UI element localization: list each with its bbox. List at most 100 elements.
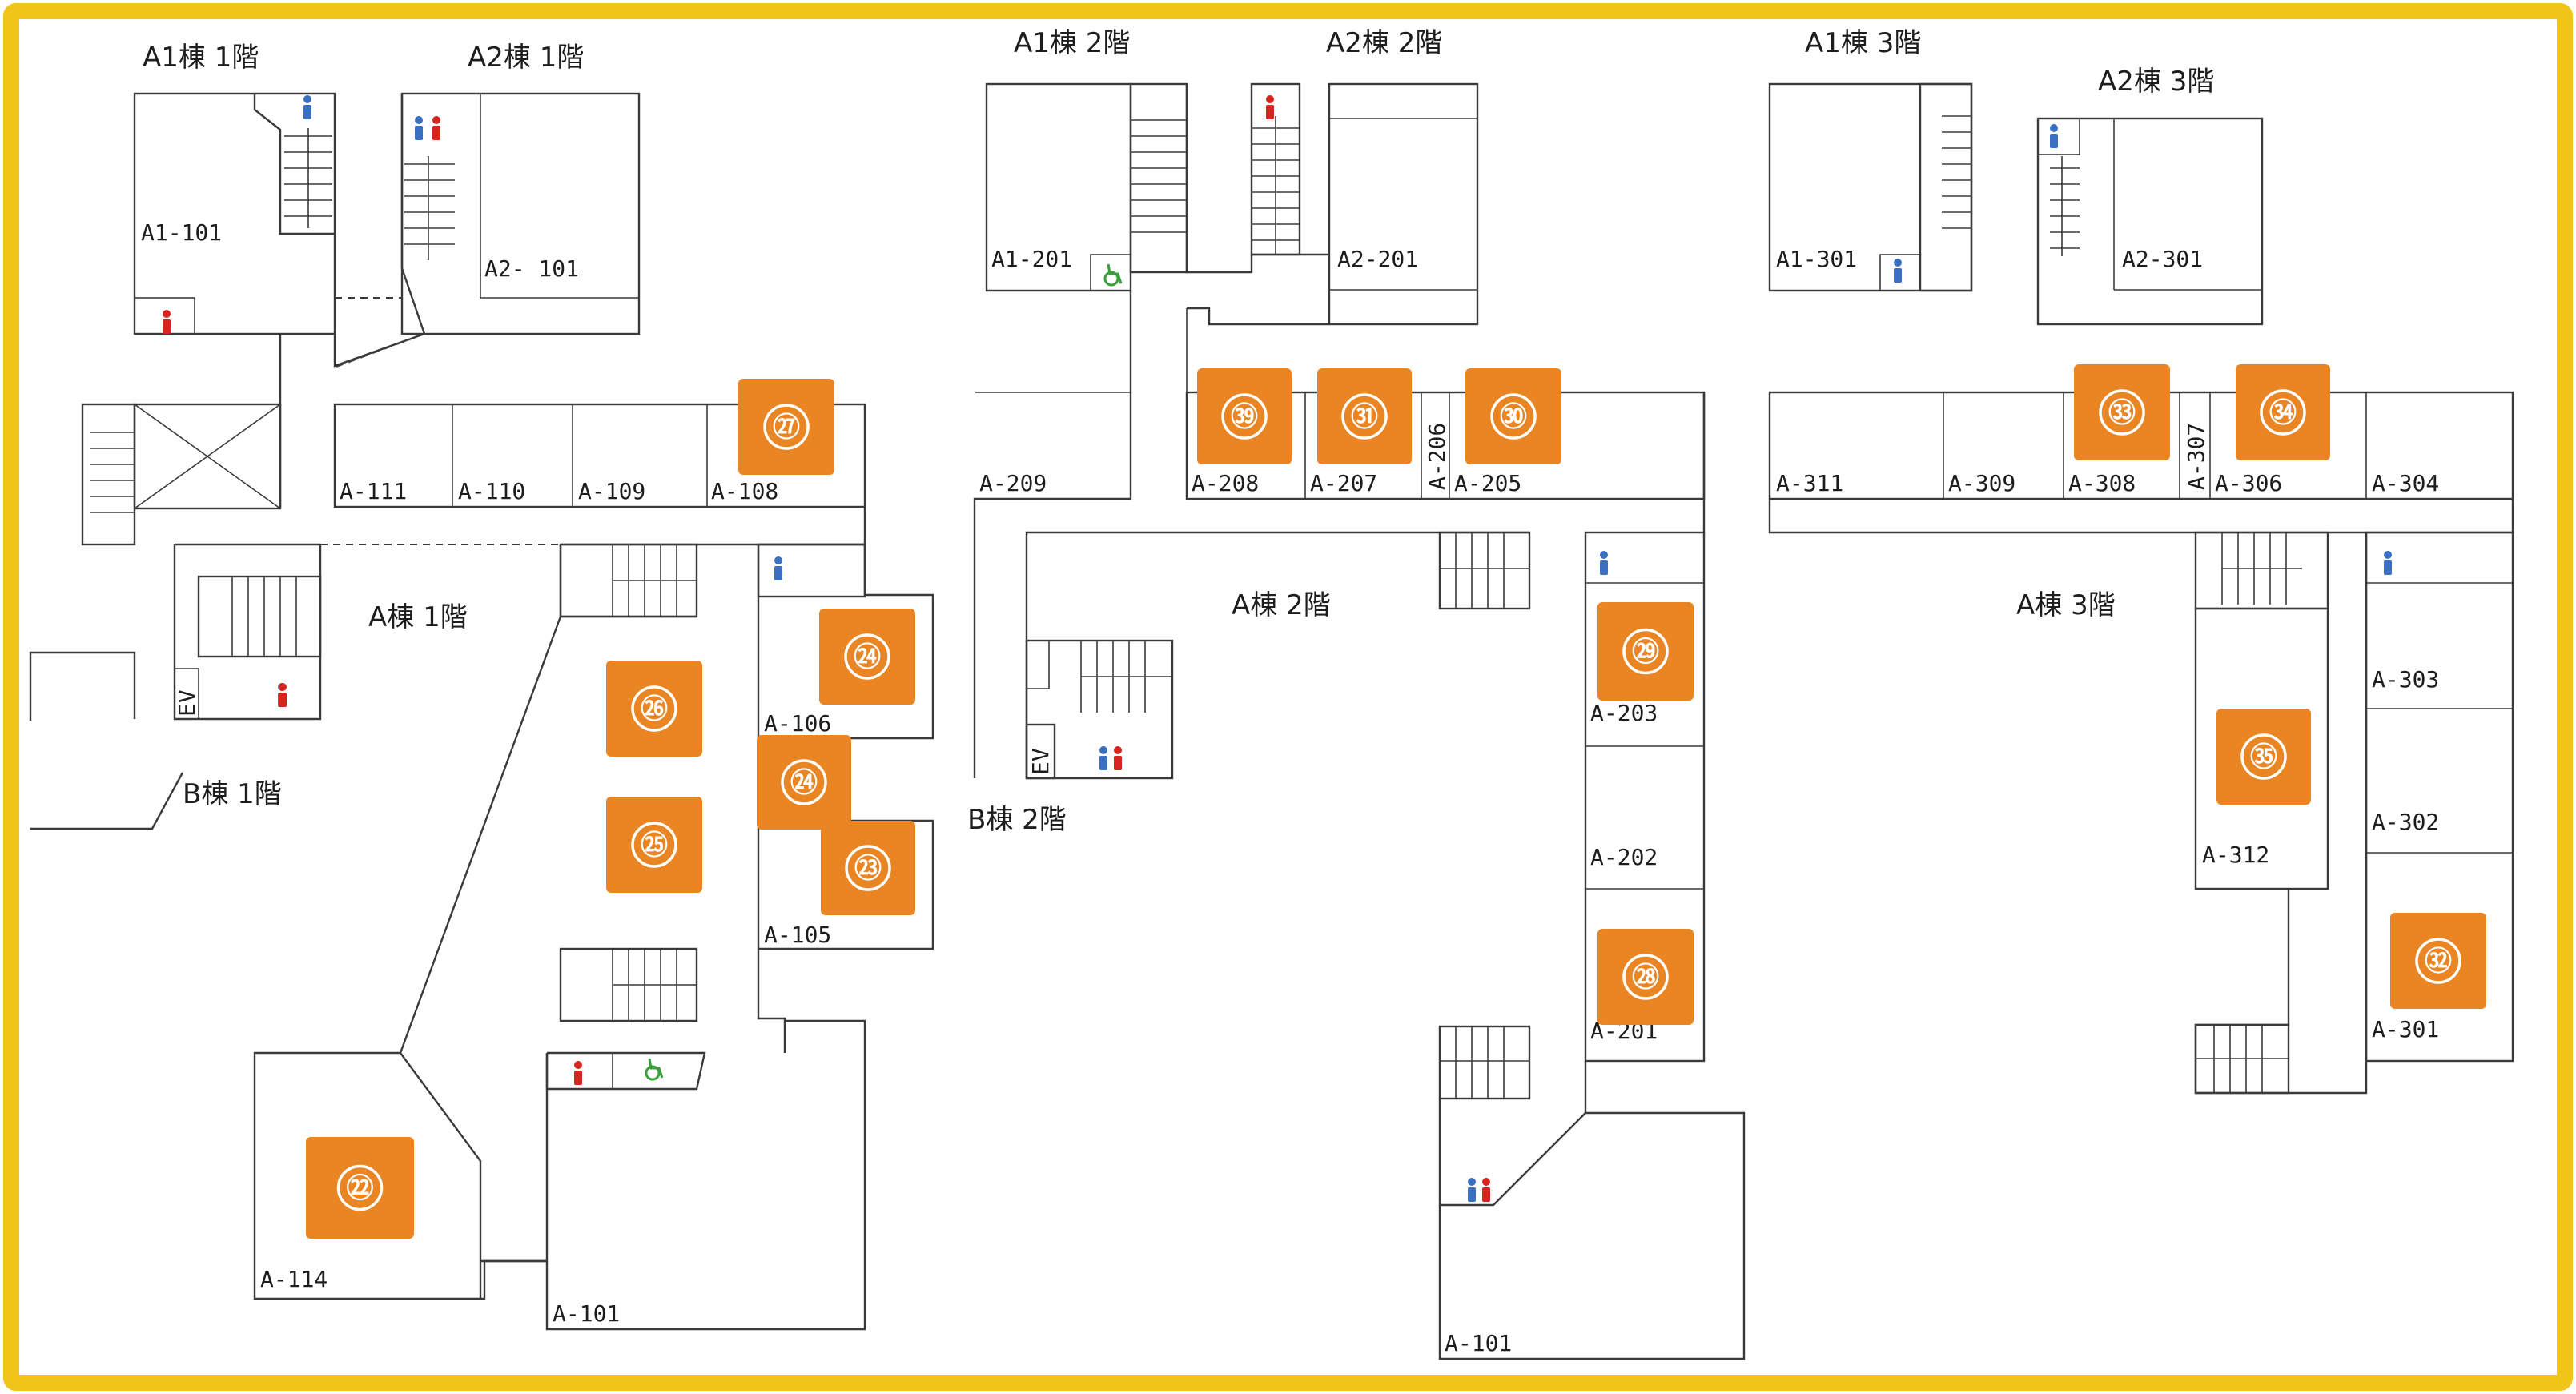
area-label-a-2f: A棟 2階 xyxy=(1232,589,1331,621)
location-badge-b39[interactable]: ㊴ xyxy=(1197,368,1292,464)
badge-number: ㉗ xyxy=(773,412,800,443)
badge-number: ㉝ xyxy=(2108,398,2136,428)
room-label: A-309 xyxy=(1948,470,2015,496)
room-label: A2-201 xyxy=(1337,246,1418,272)
male-restroom-icon xyxy=(1468,1178,1476,1202)
area-labels: A1棟 1階 A2棟 1階 A棟 1階 B棟 1階 A1棟 2階 A2棟 2階 … xyxy=(143,27,2214,836)
badge-number: ㉞ xyxy=(2269,398,2297,428)
badge-number: ㉛ xyxy=(1351,402,1378,432)
room-label: A-110 xyxy=(458,478,525,504)
badge-number: ㊴ xyxy=(1231,402,1258,432)
female-restroom-icon xyxy=(279,683,287,707)
area-label-a-3f: A棟 3階 xyxy=(2016,589,2116,621)
area-label-b-1f: B棟 1階 xyxy=(183,778,282,810)
elevator-label: EV xyxy=(174,689,200,717)
room-label: A-206 xyxy=(1424,423,1450,490)
male-restroom-icon xyxy=(774,556,782,580)
location-badge-b35[interactable]: ㉟ xyxy=(2216,709,2311,805)
badge-number: ㉕ xyxy=(641,830,668,861)
room-label: A-208 xyxy=(1192,470,1259,496)
room-label: A-312 xyxy=(2202,842,2269,868)
floor-1-plan xyxy=(29,92,934,1331)
room-label: A-308 xyxy=(2068,470,2136,496)
location-badge-b28[interactable]: ㉘ xyxy=(1597,929,1694,1025)
female-restroom-icon xyxy=(1482,1178,1490,1202)
room-labels: A1-101 A2- 101 A-111 A-110 A-109 A-108 A… xyxy=(141,219,2439,1356)
room-label: A1-201 xyxy=(991,246,1072,272)
area-label-a-1f: A棟 1階 xyxy=(368,601,468,633)
elevator-label: EV xyxy=(1027,748,1054,775)
location-badge-b24b[interactable]: ㉔ xyxy=(757,735,851,830)
badge-number: ㉙ xyxy=(1632,637,1659,668)
room-label: A-303 xyxy=(2372,666,2439,693)
female-restroom-icon xyxy=(432,116,440,140)
map-frame xyxy=(3,3,2573,1391)
room-label: A-101 xyxy=(553,1300,620,1327)
area-label-a1-1f: A1棟 1階 xyxy=(143,42,259,74)
room-label: A-306 xyxy=(2215,470,2282,496)
accessible-icon xyxy=(1103,263,1123,287)
restroom-icons xyxy=(163,95,2392,1202)
male-restroom-icon xyxy=(415,116,423,140)
area-label-a1-2f: A1棟 2階 xyxy=(1014,27,1130,59)
badge-number: ㉜ xyxy=(2425,946,2452,977)
location-badge-b34[interactable]: ㉞ xyxy=(2236,364,2330,460)
location-badge-b27[interactable]: ㉗ xyxy=(738,379,834,475)
room-label: A-101 xyxy=(1445,1330,1512,1356)
location-badge-b22[interactable]: ㉒ xyxy=(306,1137,414,1239)
male-restroom-icon xyxy=(2050,124,2058,148)
female-restroom-icon xyxy=(1114,746,1122,770)
badge-number: ㉟ xyxy=(2250,742,2277,773)
area-label-a1-3f: A1棟 3階 xyxy=(1805,27,1921,59)
location-badge-b32[interactable]: ㉜ xyxy=(2390,913,2486,1009)
badge-number: ㉔ xyxy=(790,768,818,798)
location-badge-b23[interactable]: ㉓ xyxy=(821,821,915,915)
accessible-icon xyxy=(645,1058,664,1081)
room-label: A-301 xyxy=(2372,1016,2439,1042)
room-label: A2- 101 xyxy=(484,255,579,282)
room-label: A-311 xyxy=(1776,470,1843,496)
location-badge-b26[interactable]: ㉖ xyxy=(606,661,702,757)
female-restroom-icon xyxy=(163,310,171,334)
room-label: A-209 xyxy=(979,470,1047,496)
male-restroom-icon xyxy=(1600,551,1608,575)
room-label: A-202 xyxy=(1590,844,1658,870)
badge-number: ㉚ xyxy=(1500,402,1527,432)
location-badge-b30[interactable]: ㉚ xyxy=(1465,368,1561,464)
location-badge-b24a[interactable]: ㉔ xyxy=(819,609,915,705)
male-restroom-icon xyxy=(303,95,311,119)
area-label-a2-1f: A2棟 1階 xyxy=(468,42,584,74)
room-label: A-109 xyxy=(578,478,645,504)
area-label-a2-3f: A2棟 3階 xyxy=(2098,66,2214,98)
room-label: A-205 xyxy=(1454,470,1521,496)
area-label-b-2f: B棟 2階 xyxy=(967,804,1067,836)
badge-number: ㉔ xyxy=(854,642,881,673)
room-label: A-108 xyxy=(711,478,778,504)
area-label-a2-2f: A2棟 2階 xyxy=(1326,27,1442,59)
badge-number: ㉓ xyxy=(854,854,882,884)
location-badge-b29[interactable]: ㉙ xyxy=(1597,602,1694,701)
female-restroom-icon xyxy=(1266,95,1274,119)
room-label: A-207 xyxy=(1310,470,1377,496)
room-label: A1-301 xyxy=(1776,246,1857,272)
location-badge-b33[interactable]: ㉝ xyxy=(2074,364,2170,460)
male-restroom-icon xyxy=(1894,259,1902,283)
room-label: A-105 xyxy=(764,922,831,948)
location-badge-b25[interactable]: ㉕ xyxy=(606,797,702,893)
room-label: A-106 xyxy=(764,710,831,737)
room-label: A-114 xyxy=(260,1266,328,1292)
female-restroom-icon xyxy=(574,1061,582,1085)
badge-number: ㉖ xyxy=(641,694,668,725)
floor-2-plan xyxy=(973,82,1746,1360)
room-label: A-302 xyxy=(2372,809,2439,835)
room-label: A2-301 xyxy=(2122,246,2203,272)
floor-3-plan xyxy=(1768,82,2514,1095)
room-label: A-111 xyxy=(340,478,407,504)
room-label: A1-101 xyxy=(141,219,222,246)
room-label: A-307 xyxy=(2183,423,2209,490)
male-restroom-icon xyxy=(1099,746,1107,770)
location-badge-b31[interactable]: ㉛ xyxy=(1317,368,1412,464)
room-label: A-203 xyxy=(1590,700,1658,726)
